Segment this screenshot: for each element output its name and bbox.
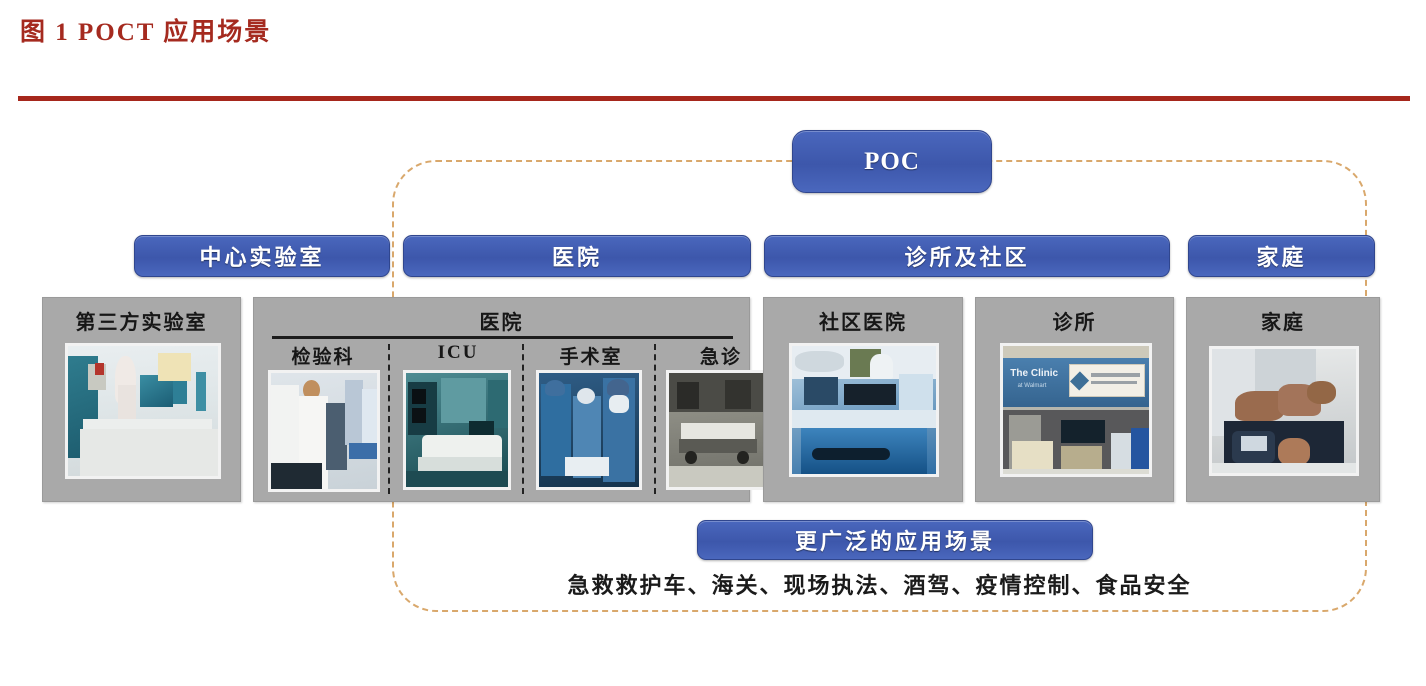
clinical-laboratory-photo <box>268 370 380 492</box>
hospital-sub-divider <box>654 344 656 494</box>
panel-title: 第三方实验室 <box>75 312 208 334</box>
panel-hospital[interactable]: 医院 检验科 ICU <box>253 297 772 502</box>
clinic-sign-subtext: at Walmart <box>1017 383 1047 390</box>
sub-item-label: 检验科 <box>291 347 355 368</box>
panel-title: 诊所 <box>1052 312 1097 334</box>
panel-clinic[interactable]: 诊所 The Clinic at Walmart <box>975 297 1174 502</box>
broader-scenarios-label: 更广泛的应用场景 <box>794 529 995 554</box>
broader-scenarios-list: 急救救护车、海关、现场执法、酒驾、疫情控制、食品安全 <box>567 573 1192 598</box>
panel-third-party-lab[interactable]: 第三方实验室 <box>42 297 241 502</box>
hospital-sub-operating-room[interactable]: 手术室 <box>532 342 650 497</box>
category-label: 医院 <box>551 245 602 270</box>
operating-room-photo <box>536 370 642 490</box>
hospital-sub-divider <box>522 344 524 494</box>
third-party-lab-photo <box>65 343 221 479</box>
category-bar-home[interactable]: 家庭 <box>1188 235 1375 277</box>
hospital-sub-emergency[interactable]: 急诊 <box>662 342 780 497</box>
panel-title: 医院 <box>479 312 524 334</box>
clinic-sign-text: The Clinic <box>1010 367 1059 379</box>
clinic-storefront-photo: The Clinic at Walmart <box>1000 343 1152 477</box>
hospital-title-divider <box>272 336 733 339</box>
poc-root-node[interactable]: POC <box>792 130 992 193</box>
sub-item-label: ICU <box>437 342 479 363</box>
hospital-sub-divider <box>388 344 390 494</box>
icu-ward-photo <box>403 370 511 490</box>
category-label: 诊所及社区 <box>904 245 1030 270</box>
category-bar-hospital[interactable]: 医院 <box>403 235 751 277</box>
panel-home[interactable]: 家庭 <box>1186 297 1380 502</box>
panel-title: 家庭 <box>1261 312 1305 334</box>
category-label: 家庭 <box>1256 245 1307 270</box>
sub-item-label: 手术室 <box>559 347 623 368</box>
poc-root-node-label: POC <box>864 147 920 175</box>
community-hospital-photo <box>789 343 939 477</box>
emergency-room-photo <box>666 370 772 490</box>
category-label: 中心实验室 <box>199 245 325 270</box>
hospital-sub-icu[interactable]: ICU <box>399 342 517 497</box>
sub-item-label: 急诊 <box>699 347 742 368</box>
home-glucose-test-photo <box>1209 346 1359 476</box>
hospital-sub-clinical-lab[interactable]: 检验科 <box>264 342 382 497</box>
category-bar-clinic-community[interactable]: 诊所及社区 <box>764 235 1170 277</box>
title-divider-rule <box>18 96 1410 101</box>
broader-scenarios-bar[interactable]: 更广泛的应用场景 <box>697 520 1093 560</box>
panel-community-hospital[interactable]: 社区医院 <box>763 297 963 502</box>
panel-title: 社区医院 <box>819 312 907 334</box>
page-title: 图 1 POCT 应用场景 <box>20 19 272 46</box>
category-bar-central-lab[interactable]: 中心实验室 <box>134 235 390 277</box>
